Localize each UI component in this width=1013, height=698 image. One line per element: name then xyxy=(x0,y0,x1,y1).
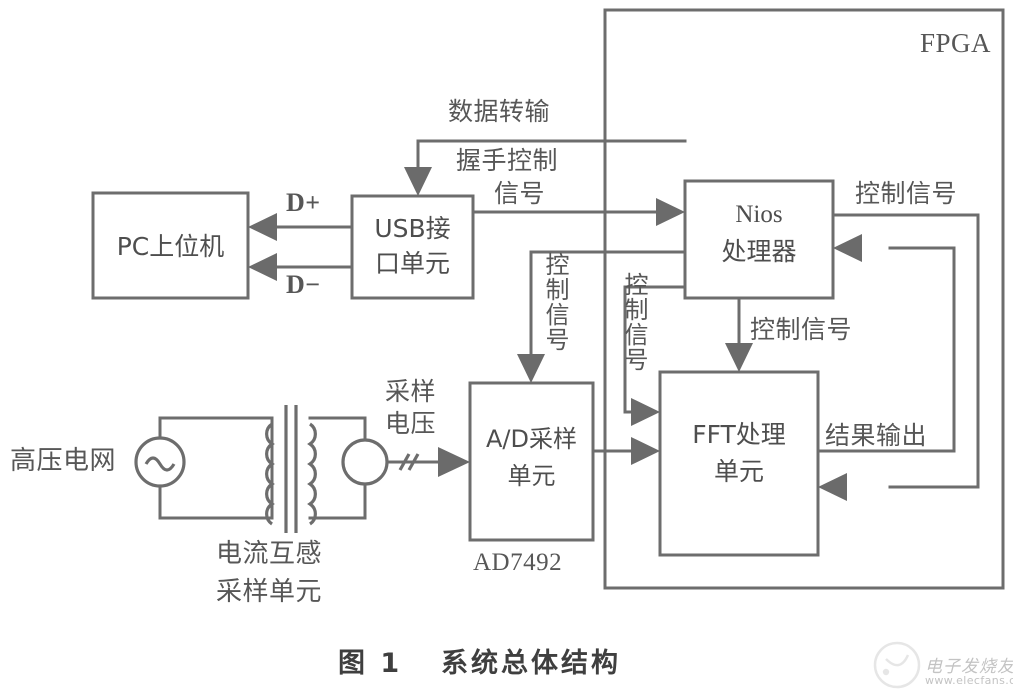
nios-label-line1: Nios xyxy=(735,201,783,228)
pc-host-label: PC上位机 xyxy=(116,232,225,261)
arrowhead-control-into-fft-left xyxy=(631,398,660,426)
nios-label-line2: 处理器 xyxy=(721,237,797,266)
transformer-secondary-winding xyxy=(307,422,317,526)
pc-host-box xyxy=(91,191,250,300)
transformer-caption-line2: 采样单元 xyxy=(216,577,323,607)
usb-interface-label-line2: 口单元 xyxy=(374,249,450,278)
wire-nios-to-adc-control xyxy=(529,250,687,357)
ac-sine-glyph xyxy=(144,456,176,472)
wire-label-control-signal-nios-down: 控制信号 xyxy=(750,315,853,344)
fft-label-line1: FFT处理 xyxy=(692,420,786,449)
wire-label-control-signal-fft: 控制信号 xyxy=(620,272,648,372)
grid-source-label: 高压电网 xyxy=(10,446,117,476)
wire-label-sampling-voltage-line2: 电压 xyxy=(385,409,437,438)
adc-part-number-label: AD7492 xyxy=(473,549,563,576)
arrowhead-control-into-fft-right xyxy=(818,473,847,501)
wire-label-result-output: 结果输出 xyxy=(825,421,928,450)
figure-caption-title: 系统总体结构 xyxy=(441,648,621,679)
wire-nios-to-usb-data-transfer xyxy=(416,139,687,174)
fft-label-line2: 单元 xyxy=(713,457,764,486)
wire-nios-control-to-fft-right xyxy=(831,213,980,489)
usb-interface-box xyxy=(350,194,475,300)
arrowhead-dminus-into-pc xyxy=(248,253,277,281)
wire-label-handshake-line1: 握手控制 xyxy=(456,146,559,175)
wire-nios-to-fft-control-left xyxy=(623,285,687,414)
arrowhead-result-into-nios xyxy=(833,234,862,262)
adc-label-line2: 单元 xyxy=(507,462,556,490)
arrowhead-control-into-fft-top xyxy=(725,343,753,372)
wire-label-d-plus: D+ xyxy=(286,188,321,217)
arrowhead-sampled-voltage-into-adc xyxy=(438,447,470,477)
figure-caption-number: 图 1 xyxy=(338,648,403,679)
fpga-boundary-box xyxy=(603,8,1005,590)
wire-fft-result-to-nios xyxy=(816,246,956,453)
wire-label-control-signal-adc: 控制信号 xyxy=(541,252,569,352)
arrowhead-adc-data-into-fft xyxy=(631,437,660,465)
arrowhead-data-transfer-into-usb xyxy=(404,167,432,196)
transformer-primary-winding xyxy=(265,422,275,526)
adc-sampling-box xyxy=(468,381,595,542)
transformer-caption-line1: 电流互感 xyxy=(216,539,323,569)
bus-slash-mark-2 xyxy=(407,453,420,471)
wire-label-data-transfer: 数据转输 xyxy=(448,97,551,126)
wire-label-handshake-line2: 信号 xyxy=(494,179,546,208)
usb-interface-label-line1: USB接 xyxy=(374,214,451,243)
nios-processor-box xyxy=(683,179,835,300)
bus-slash-mark-1 xyxy=(398,453,411,471)
arrowhead-handshake-into-nios xyxy=(656,198,685,226)
wire-label-sampling-voltage-line1: 采样 xyxy=(385,377,437,406)
wire-label-control-signal-nios-right: 控制信号 xyxy=(855,179,958,208)
fpga-label: FPGA xyxy=(920,28,992,58)
sampling-node-symbol xyxy=(341,438,389,486)
watermark-logo-icon xyxy=(873,641,921,689)
wire-label-d-minus: D− xyxy=(286,270,321,299)
arrowhead-dplus-into-pc xyxy=(248,213,277,241)
adc-label-line1: A/D采样 xyxy=(486,425,577,453)
arrowhead-control-into-adc xyxy=(517,354,545,383)
ac-source-symbol xyxy=(134,436,186,488)
